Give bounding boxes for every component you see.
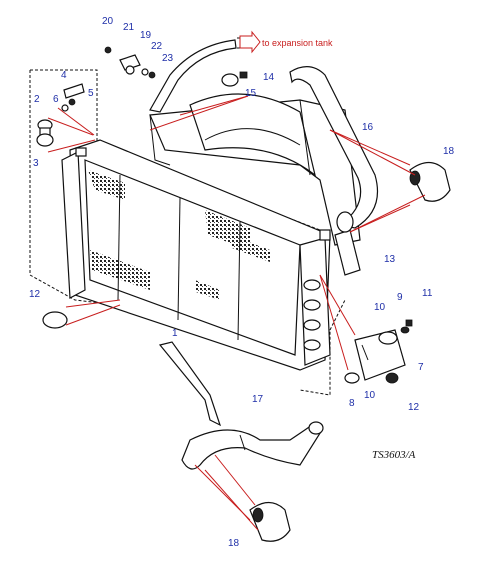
callout-3: 3	[33, 158, 39, 169]
hose-clip-top	[409, 161, 451, 202]
callout-14: 14	[263, 72, 275, 83]
callout-12-a: 12	[29, 289, 41, 300]
callout-7: 7	[418, 362, 424, 373]
callout-labels: 1 2 3 4 5 6 7 8 9 10 10 11 12 12 13 14 1…	[29, 16, 455, 549]
callout-16: 16	[362, 122, 374, 133]
callout-18-a: 18	[443, 146, 455, 157]
callout-9: 9	[397, 292, 403, 303]
callout-19: 19	[140, 30, 152, 41]
top-fixings	[104, 46, 248, 87]
callout-6: 6	[53, 94, 59, 105]
callout-23: 23	[162, 53, 174, 64]
callout-5: 5	[88, 88, 94, 99]
callout-1: 1	[172, 328, 178, 339]
callout-20: 20	[102, 16, 114, 27]
callout-21: 21	[123, 22, 135, 33]
callout-17: 17	[252, 394, 264, 405]
top-hose	[289, 66, 379, 233]
expansion-tank-arrow	[239, 30, 261, 54]
mounting-rubber-left	[42, 311, 68, 329]
callout-10-a: 10	[374, 302, 386, 313]
fan-cowl	[149, 93, 361, 246]
air-bleed-parts	[36, 83, 85, 147]
callout-12-b: 12	[408, 402, 420, 413]
callout-2: 2	[34, 94, 40, 105]
bottom-hose	[158, 341, 324, 470]
callout-22: 22	[151, 41, 163, 52]
callout-18-b: 18	[228, 538, 240, 549]
expansion-tank-note: to expansion tank	[262, 38, 333, 48]
callout-15: 15	[245, 88, 257, 99]
callout-13: 13	[384, 254, 396, 265]
callout-8: 8	[349, 398, 355, 409]
reference-code: TS3603/A	[372, 449, 416, 461]
callout-4: 4	[61, 70, 67, 81]
assembly-boundary	[29, 69, 346, 396]
hose-clip-bottom	[249, 501, 291, 542]
mounting-bracket	[344, 319, 413, 384]
callout-11: 11	[422, 288, 433, 299]
callout-10-b: 10	[364, 390, 376, 401]
leader-lines	[47, 95, 426, 531]
radiator	[61, 139, 331, 371]
